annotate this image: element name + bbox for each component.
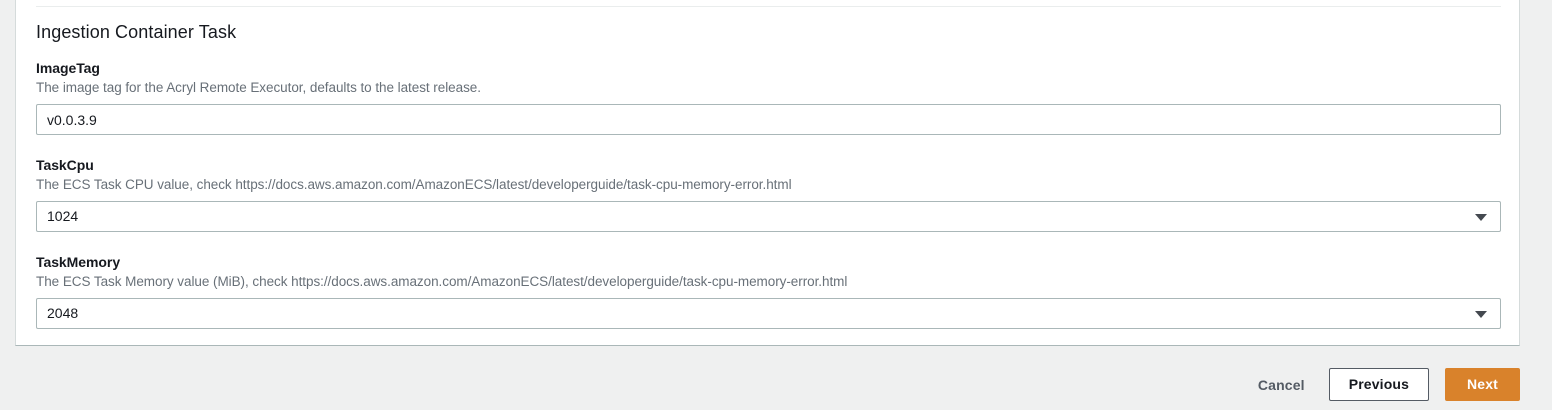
previous-button[interactable]: Previous bbox=[1328, 368, 1430, 401]
taskmemory-select[interactable]: 2048 bbox=[36, 298, 1501, 329]
form-field-imagetag: ImageTag The image tag for the Acryl Rem… bbox=[36, 59, 1501, 135]
field-description-imagetag: The image tag for the Acryl Remote Execu… bbox=[36, 80, 481, 95]
card-content: Ingestion Container Task ImageTag The im… bbox=[36, 21, 1501, 329]
field-description-taskcpu: The ECS Task CPU value, check https://do… bbox=[36, 177, 792, 192]
chevron-down-icon bbox=[1475, 213, 1487, 221]
chevron-down-icon bbox=[1475, 310, 1487, 318]
form-field-taskmemory: TaskMemory The ECS Task Memory value (Mi… bbox=[36, 253, 1501, 329]
imagetag-input[interactable] bbox=[36, 104, 1501, 135]
field-label-imagetag: ImageTag bbox=[36, 60, 100, 76]
control-wrap-taskmemory: 2048 bbox=[36, 298, 1501, 329]
control-wrap-imagetag bbox=[36, 104, 1501, 135]
taskcpu-select[interactable]: 1024 bbox=[36, 201, 1501, 232]
wizard-footer: Cancel Previous Next bbox=[0, 347, 1552, 410]
form-field-taskcpu: TaskCpu The ECS Task CPU value, check ht… bbox=[36, 156, 1501, 232]
taskcpu-selected-value: 1024 bbox=[47, 208, 79, 224]
field-label-taskcpu: TaskCpu bbox=[36, 157, 94, 173]
control-wrap-taskcpu: 1024 bbox=[36, 201, 1501, 232]
page-title: Ingestion Container Task bbox=[36, 22, 237, 42]
taskmemory-selected-value: 2048 bbox=[47, 305, 79, 321]
wizard-actions: Cancel Previous Next bbox=[1250, 368, 1520, 401]
next-button[interactable]: Next bbox=[1445, 368, 1520, 401]
parameters-card: Ingestion Container Task ImageTag The im… bbox=[15, 0, 1520, 346]
field-label-taskmemory: TaskMemory bbox=[36, 254, 121, 270]
cancel-button[interactable]: Cancel bbox=[1250, 371, 1313, 399]
card-top-divider bbox=[36, 6, 1501, 7]
field-description-taskmemory: The ECS Task Memory value (MiB), check h… bbox=[36, 274, 848, 289]
